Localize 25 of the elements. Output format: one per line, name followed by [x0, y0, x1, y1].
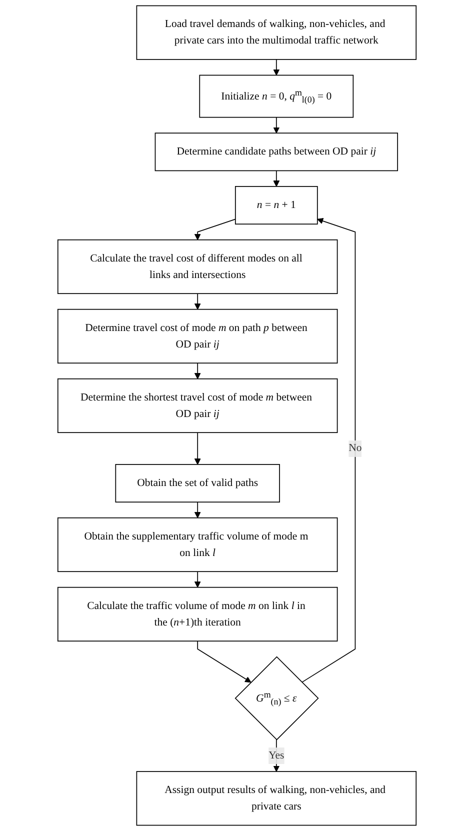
arrow [194, 571, 201, 588]
node-box: Load travel demands of walking, non-vehicles, and private cars into the multimodal traffic network [136, 5, 417, 60]
node-box: Determine candidate paths between OD pair ij [154, 132, 398, 172]
arrow [194, 293, 201, 310]
node-box: Obtain the supplementary traffic volume of mode m on link l [57, 517, 338, 572]
node-box: n = n + 1 [234, 186, 318, 225]
node-box: Assign output results of walking, non-vehicles, and private cars [136, 771, 417, 826]
node-box: Calculate the traffic volume of mode m on link lin the (n+1)th iteration [57, 586, 338, 642]
edge-label: Yes [268, 750, 284, 762]
arrow [273, 170, 280, 187]
arrow [301, 218, 356, 683]
node-box: Obtain the set of valid paths [115, 464, 280, 503]
node-box: Initialize n = 0, q$^{m}$$_{l(0)}$ = 0 [199, 74, 354, 118]
arrow [194, 218, 236, 240]
node-box: Calculate the travel cost of different modes on all links and intersections [57, 239, 338, 294]
arrow [194, 362, 201, 380]
node-diamond: G$^{m}$$_{(n)}$ ≤ ε [234, 656, 319, 740]
arrow [194, 432, 201, 465]
node-box: Determine travel cost of mode m on path p between OD pair ij [57, 308, 338, 364]
arrow [273, 59, 280, 76]
arrow [273, 116, 280, 134]
node-box: Determine the shortest travel cost of mode m between OD pair ij [57, 378, 338, 434]
arrow [197, 640, 252, 683]
arrow [194, 502, 201, 518]
edge-label: No [348, 442, 362, 454]
